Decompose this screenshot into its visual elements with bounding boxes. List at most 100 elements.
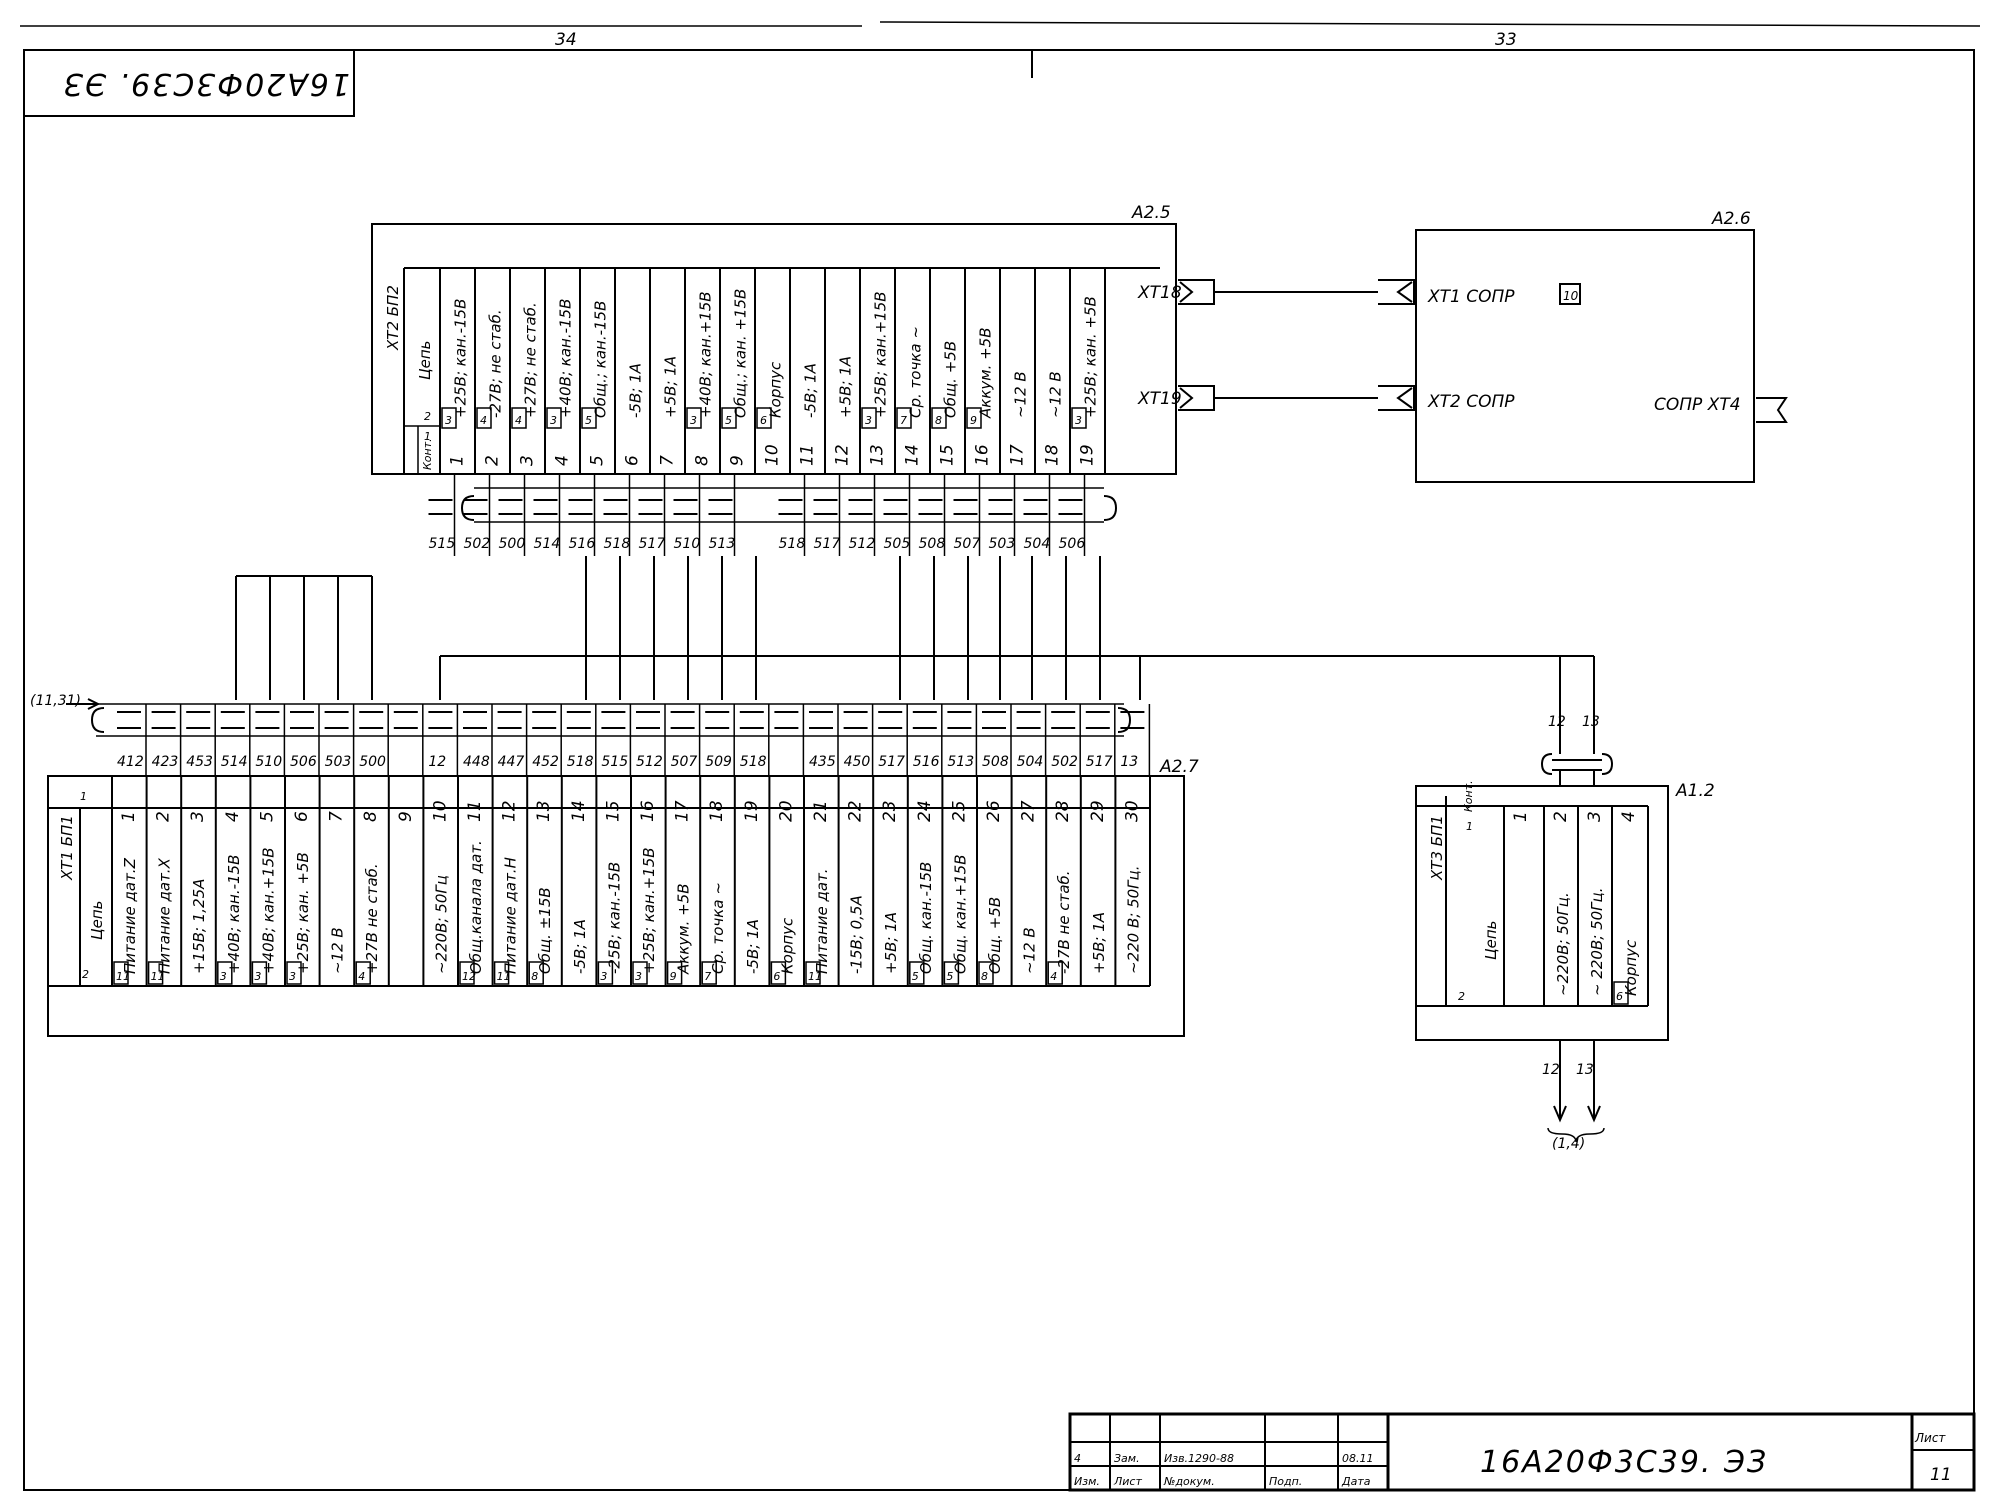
pin-number: 5 xyxy=(257,811,277,822)
size-box xyxy=(493,961,510,985)
pin-number: 16 xyxy=(973,444,993,466)
size-box xyxy=(476,407,492,429)
wire-number: 507 xyxy=(671,754,698,770)
pin-number: 18 xyxy=(707,800,727,822)
wire-size: 11 xyxy=(151,970,165,983)
size-box xyxy=(1071,407,1087,429)
wire-number: 12 xyxy=(428,754,446,770)
a2-7-connector-label: ХТ1 БП1 xyxy=(58,815,76,881)
wire-size: 4 xyxy=(515,414,522,427)
pin-number: 10 xyxy=(430,800,450,822)
pin-signal: Общ. +5В xyxy=(942,341,960,418)
wire-number: 518 xyxy=(604,536,631,552)
size-box xyxy=(546,407,562,429)
pin-signal: -5В; 1А xyxy=(627,363,645,418)
wire-number: 512 xyxy=(636,754,663,770)
pin-number: 1 xyxy=(448,455,468,466)
size-box xyxy=(355,961,371,985)
pin-number: 27 xyxy=(1019,800,1039,822)
module-a2-6 xyxy=(1415,229,1755,483)
a2-5-connector-label: ХТ2 БП2 xyxy=(384,285,402,351)
pin-number: 4 xyxy=(553,455,573,466)
cont-size: 1 xyxy=(1466,820,1473,833)
wire-number: 447 xyxy=(498,754,525,770)
cont-header: Конт. xyxy=(421,438,434,470)
wire-number: 500 xyxy=(499,536,526,552)
wire-number: 12 xyxy=(1548,714,1566,730)
pin-signal: Общ. кан.-15В xyxy=(917,862,935,974)
wire-size: 4 xyxy=(480,414,487,427)
size-box xyxy=(909,961,925,985)
wire-size: 12 xyxy=(462,970,476,983)
size-box xyxy=(686,407,702,429)
size-box xyxy=(861,407,877,429)
size-box xyxy=(597,961,614,985)
brace xyxy=(1547,1127,1605,1143)
wire-size: 8 xyxy=(935,414,942,427)
wire-number: 503 xyxy=(989,536,1016,552)
wire-number: 13 xyxy=(1582,714,1600,730)
wire-size: 7 xyxy=(704,970,711,983)
a2-7-label: А2.7 xyxy=(1159,757,1199,777)
wire-number: 505 xyxy=(884,536,911,552)
pin-signal: +40В; кан.+15В xyxy=(259,847,277,974)
wire-size: 8 xyxy=(531,970,538,983)
wire-number: 13 xyxy=(1576,1062,1594,1078)
pin-signal: Аккум. +5В xyxy=(675,883,693,975)
pin-number: 9 xyxy=(396,811,416,822)
pin-number: 14 xyxy=(569,800,589,822)
wire-number: 512 xyxy=(849,536,876,552)
wire-number: 13 xyxy=(1120,754,1138,770)
pin-signal: +25В; кан.+15В xyxy=(640,847,658,974)
pin-signal: +15В; 1,25А xyxy=(190,879,208,974)
pin-number: 23 xyxy=(880,800,900,822)
wire-number: 506 xyxy=(1059,536,1086,552)
title-block xyxy=(1068,1412,1976,1492)
size-box xyxy=(770,961,787,985)
pin-signal: +5В; 1А xyxy=(662,356,680,418)
pin-signal: ~12 В xyxy=(1047,371,1065,418)
pin-number: 15 xyxy=(603,800,623,822)
wire-size: 3 xyxy=(220,970,227,983)
a1-2-reference: (1,4) xyxy=(1552,1136,1585,1152)
pin-number: 13 xyxy=(534,800,554,822)
wire-number: 502 xyxy=(1051,754,1078,770)
pin-number: 8 xyxy=(361,811,381,822)
a2-6-box-number: 10 xyxy=(1563,289,1579,303)
pin-signal: Питание дат.Х xyxy=(156,857,174,974)
pin-number: 30 xyxy=(1122,800,1142,822)
drawing-frame xyxy=(20,21,1981,1491)
cont-size: 1 xyxy=(424,430,431,443)
pin-signal: Общ. +5В xyxy=(986,897,1004,974)
pin-number: 7 xyxy=(658,455,678,466)
wire-number: 412 xyxy=(117,754,144,770)
doc-code-rotated: 16А20Ф3С39. ЭЗ xyxy=(62,66,350,101)
size-box xyxy=(286,961,302,985)
wire-size: 3 xyxy=(690,414,697,427)
bracket xyxy=(90,707,105,733)
wire-number: 448 xyxy=(463,754,490,770)
size-box xyxy=(217,961,233,985)
wire-number: 423 xyxy=(152,754,179,770)
pin-number: 1 xyxy=(119,811,139,822)
wire-size: 6 xyxy=(760,414,767,427)
pin-signal: ~220В; 50Гц. xyxy=(1554,892,1572,996)
wire-number: 517 xyxy=(814,536,841,552)
size-box xyxy=(147,961,164,985)
pin-number: 19 xyxy=(742,800,762,822)
size-box xyxy=(756,407,772,429)
a1-2-connector-label: ХТ3 БП1 xyxy=(1428,815,1446,881)
pin-signal: Общ.; кан. +15В xyxy=(732,289,750,418)
module-a2-7 xyxy=(47,775,1185,1037)
pin-signal: Корпус xyxy=(778,917,796,974)
sheet-number: 11 xyxy=(1930,1465,1952,1485)
pin-signal: +25В; кан.-15В xyxy=(452,299,470,418)
arrow-head xyxy=(87,698,101,710)
pin-signal: +40В; кан.-15В xyxy=(557,299,575,418)
bracket xyxy=(1540,753,1553,775)
